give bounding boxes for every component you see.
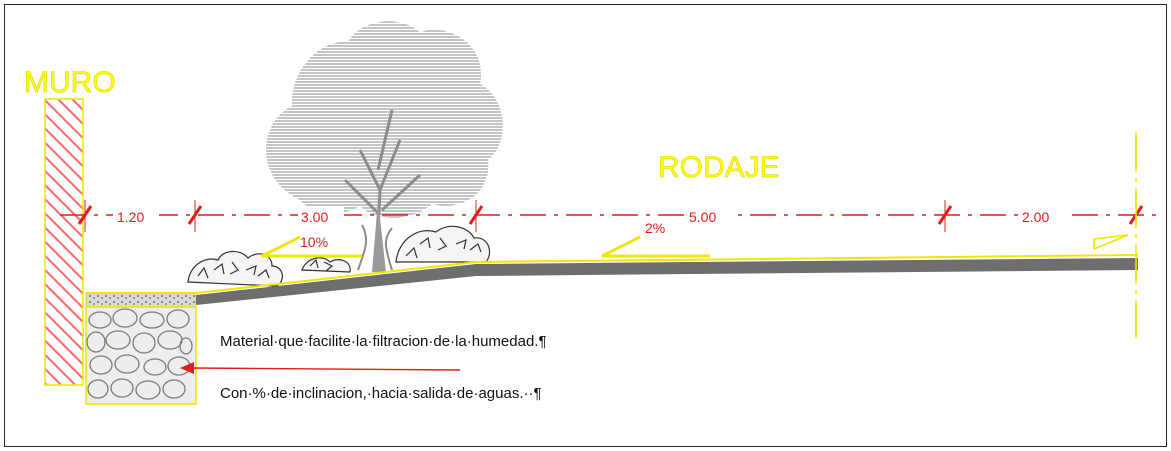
shrub-left <box>187 250 351 287</box>
drawing-frame <box>4 4 1167 447</box>
title-muro: MURO <box>24 66 116 99</box>
dimension-5-00: 5.00 <box>689 209 716 225</box>
right-axis <box>1093 132 1137 338</box>
dimension-2-00: 2.00 <box>1022 209 1049 225</box>
pavement-profile <box>86 254 1139 305</box>
dim-bg-4 <box>1018 207 1064 225</box>
note-filtration-material: Material·que·facilite·la·filtracion·de·l… <box>220 333 547 350</box>
slope-label-2: 2% <box>645 220 665 236</box>
title-rodaje: RODAJE <box>658 151 780 184</box>
dim-bg-1 <box>113 207 159 225</box>
stones <box>86 308 193 400</box>
slope-label-10: 10% <box>300 234 328 250</box>
wall-muro <box>44 98 84 386</box>
slope-indicator-2: 2% <box>601 220 710 258</box>
drainage-box <box>85 292 197 405</box>
tree <box>265 21 503 273</box>
dim-bg-2 <box>298 207 344 225</box>
extension-lines <box>84 200 946 232</box>
callout-arrow <box>180 362 461 374</box>
dimension-1-20: 1.20 <box>117 209 144 225</box>
slope-indicator-10: 10% <box>261 234 362 258</box>
dim-bg-3 <box>685 207 731 225</box>
note-drainage-slope: Con·%·de·inclinacion,·hacia·salida·de·ag… <box>220 385 542 402</box>
dimension-line <box>60 200 1158 232</box>
dimension-3-00: 3.00 <box>301 209 328 225</box>
shrub-right <box>395 225 491 263</box>
